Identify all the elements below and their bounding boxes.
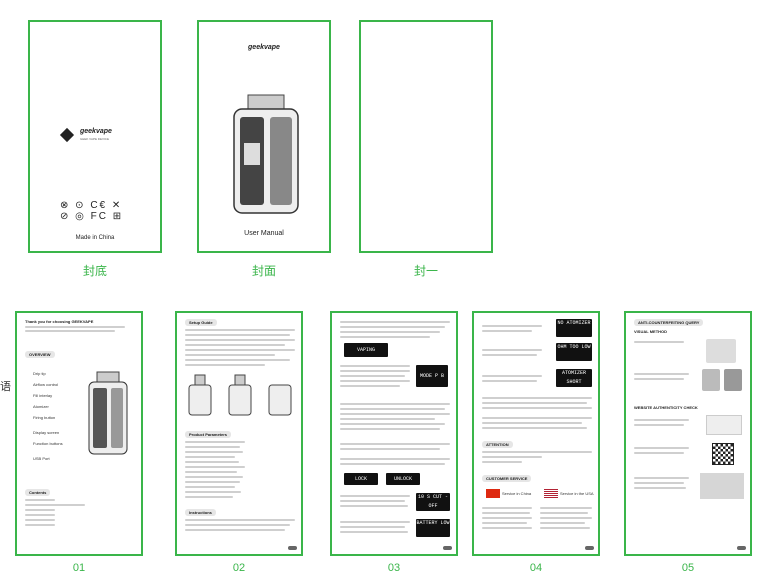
edge-character: 语 <box>0 381 11 393</box>
front-brand: geekvape <box>248 44 280 51</box>
p04-service-china: Service in China <box>502 491 532 496</box>
p02-setup: Setup Guide <box>185 319 217 326</box>
p02-footer-tag <box>287 546 297 550</box>
page-number-03: 03 <box>387 562 401 574</box>
p04-attention: ATTENTION <box>482 441 513 448</box>
brand-logo-icon <box>59 127 75 143</box>
p01-intro: Thank you for choosing GEEKVAPE <box>25 319 94 324</box>
p04-footer-tag <box>584 546 594 550</box>
p05-website: WEBSITE AUTHENTICITY CHECK <box>634 405 698 410</box>
p02-params: Product Parameters <box>185 431 232 438</box>
p04-service-usa: Service in the USA <box>560 491 594 496</box>
certification-icons: ⊗ ⊙ C€ ✕⊘ ◎ FC ⊞ <box>60 200 124 222</box>
p01-contents: Contents <box>25 489 51 496</box>
p01-overview: OVERVIEW <box>25 351 55 358</box>
p05-visual: VISUAL METHOD <box>634 329 668 334</box>
p05-label-image-2 <box>702 369 720 391</box>
cover-label-inside: 封一 <box>413 264 438 278</box>
page-number-04: 04 <box>529 562 543 574</box>
manual-page-04: NO ATOMIZER OHM TOO LOW ATOMIZER SHORT A… <box>472 311 600 556</box>
page-number-01: 01 <box>72 562 86 574</box>
p03-screen-battery-low: BATTERY LOW <box>416 519 450 537</box>
back-brand: geekvape <box>80 128 112 135</box>
p05-scratch-image <box>706 415 742 435</box>
p04-screen-atomizer-short: ATOMIZER SHORT <box>556 369 592 387</box>
p01-labels: Drip tip Airflow control Fill interlay A… <box>33 371 63 461</box>
p02-instructions: Instructions <box>185 509 216 516</box>
p05-label-image-3 <box>724 369 742 391</box>
p03-footer-tag <box>442 546 452 550</box>
back-cover-page: geekvape GEEK VAPE DEVICE ⊗ ⊙ C€ ✕⊘ ◎ FC… <box>28 20 162 253</box>
p02-setup-diagram <box>188 374 292 416</box>
china-flag-icon <box>486 489 500 498</box>
qr-code-icon <box>712 443 734 465</box>
p04-screen-ohm-low: OHM TOO LOW <box>556 343 592 361</box>
page-number-05: 05 <box>681 562 695 574</box>
p05-result-box <box>700 473 744 499</box>
front-title: User Manual <box>244 230 284 237</box>
p03-screen-mode: MODE P B <box>416 365 448 387</box>
manual-page-05: ANTI-COUNTERFEITING QUERY VISUAL METHOD … <box>624 311 752 556</box>
p04-screen-no-atomizer: NO ATOMIZER <box>556 319 592 337</box>
made-in-china: Made in China <box>75 235 115 241</box>
p05-anti: ANTI-COUNTERFEITING QUERY <box>634 319 704 326</box>
manual-page-02: Setup Guide Product Parameters Instructi… <box>175 311 303 556</box>
p03-screen-cutoff: 10 S CUT - OFF <box>416 493 450 511</box>
p03-screen-lock: LOCK <box>344 473 378 485</box>
front-cover-page: geekvape User Manual <box>197 20 331 253</box>
p05-footer-tag <box>736 546 746 550</box>
page-number-02: 02 <box>232 562 246 574</box>
cover-label-back: 封底 <box>82 264 107 278</box>
back-tagline: GEEK VAPE DEVICE <box>80 137 109 141</box>
inside-cover-page <box>359 20 493 253</box>
p03-screen-vaping: VAPING <box>344 343 388 357</box>
p05-label-image-1 <box>706 339 736 363</box>
manual-page-03: VAPING MODE P B LOCK UNLOCK 10 S CUT - O… <box>330 311 458 556</box>
vape-device-illustration <box>233 94 299 214</box>
p04-customer-service: CUSTOMER SERVICE <box>482 475 532 482</box>
p03-screen-unlock: UNLOCK <box>386 473 420 485</box>
p01-device-diagram <box>88 371 128 455</box>
usa-flag-icon <box>544 489 558 498</box>
manual-page-01: Thank you for choosing GEEKVAPE OVERVIEW… <box>15 311 143 556</box>
cover-label-front: 封面 <box>251 264 276 278</box>
